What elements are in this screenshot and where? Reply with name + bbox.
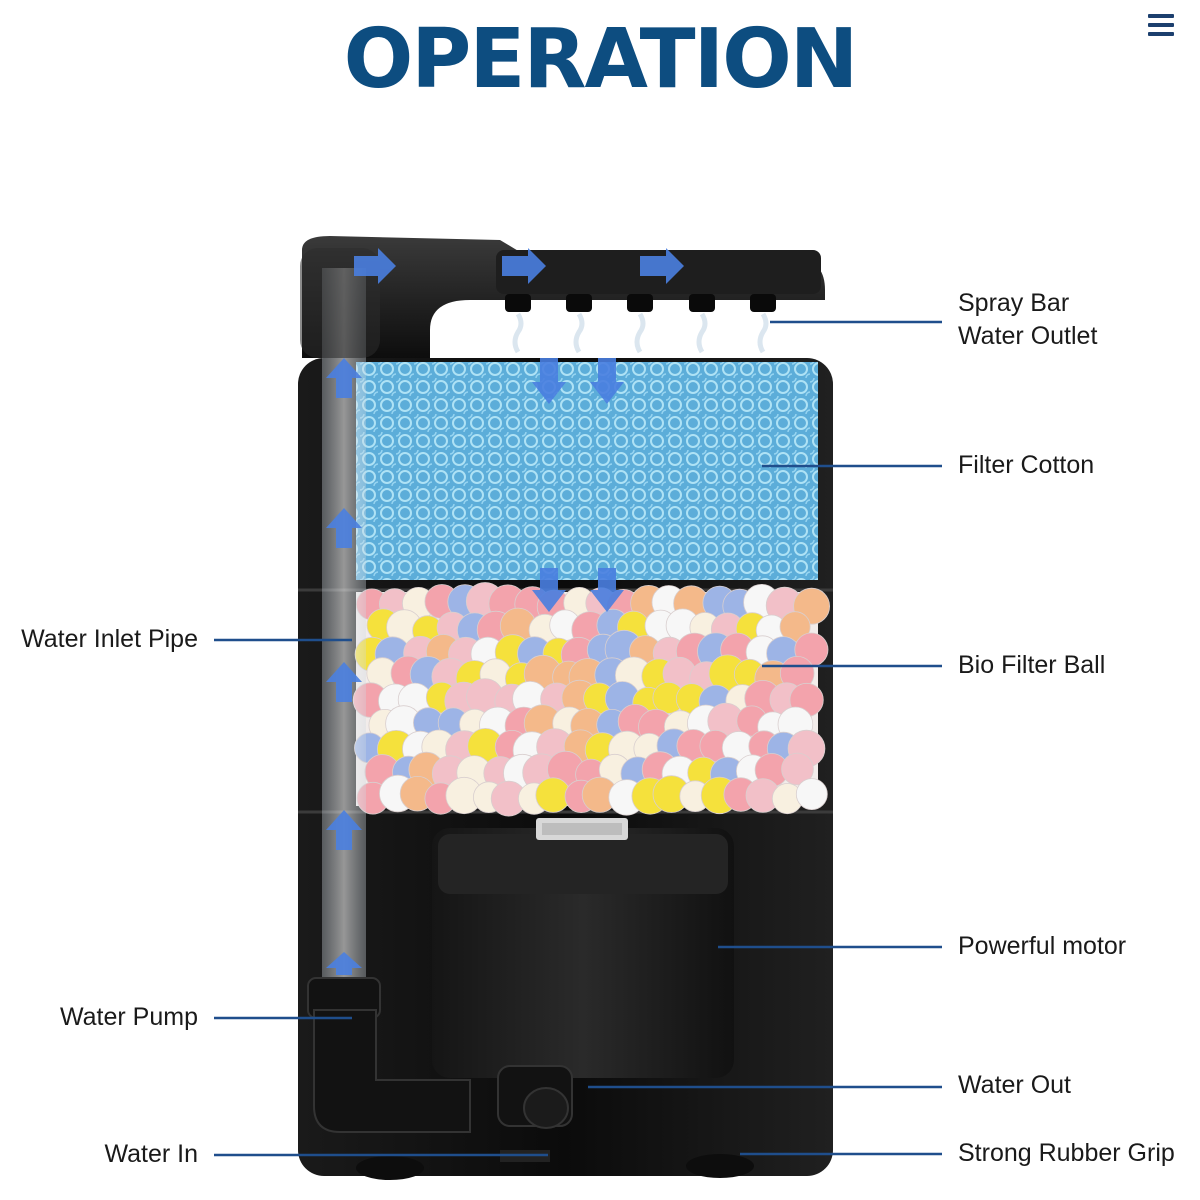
pump-motor <box>432 818 734 1078</box>
bio-filter-balls <box>352 582 830 817</box>
label-filter-cotton: Filter Cotton <box>958 451 1095 479</box>
label-bio-filter-ball: Bio Filter Ball <box>958 651 1106 679</box>
label-water-in: Water In <box>104 1140 198 1168</box>
leader-lines <box>214 320 942 1157</box>
label-strong-rubber-grip: Strong Rubber Grip <box>958 1139 1175 1167</box>
flow-arrows <box>326 248 684 975</box>
bio-ball <box>795 778 828 810</box>
label-water-out: Water Out <box>958 1071 1071 1099</box>
filter-cotton-media <box>356 362 818 580</box>
label-water-pump: Water Pump <box>59 1003 198 1031</box>
label-spray-bar-line2: Water Outlet <box>958 322 1098 350</box>
label-powerful-motor: Powerful motor <box>958 932 1127 960</box>
hamburger-menu-icon[interactable] <box>1148 14 1174 38</box>
page-title: OPERATION <box>343 12 859 107</box>
label-water-inlet-pipe: Water Inlet Pipe <box>21 625 198 653</box>
label-spray-bar-line1: Spray Bar <box>958 289 1070 317</box>
water-pump-elbow <box>307 977 573 1133</box>
bio-ball <box>781 752 814 786</box>
